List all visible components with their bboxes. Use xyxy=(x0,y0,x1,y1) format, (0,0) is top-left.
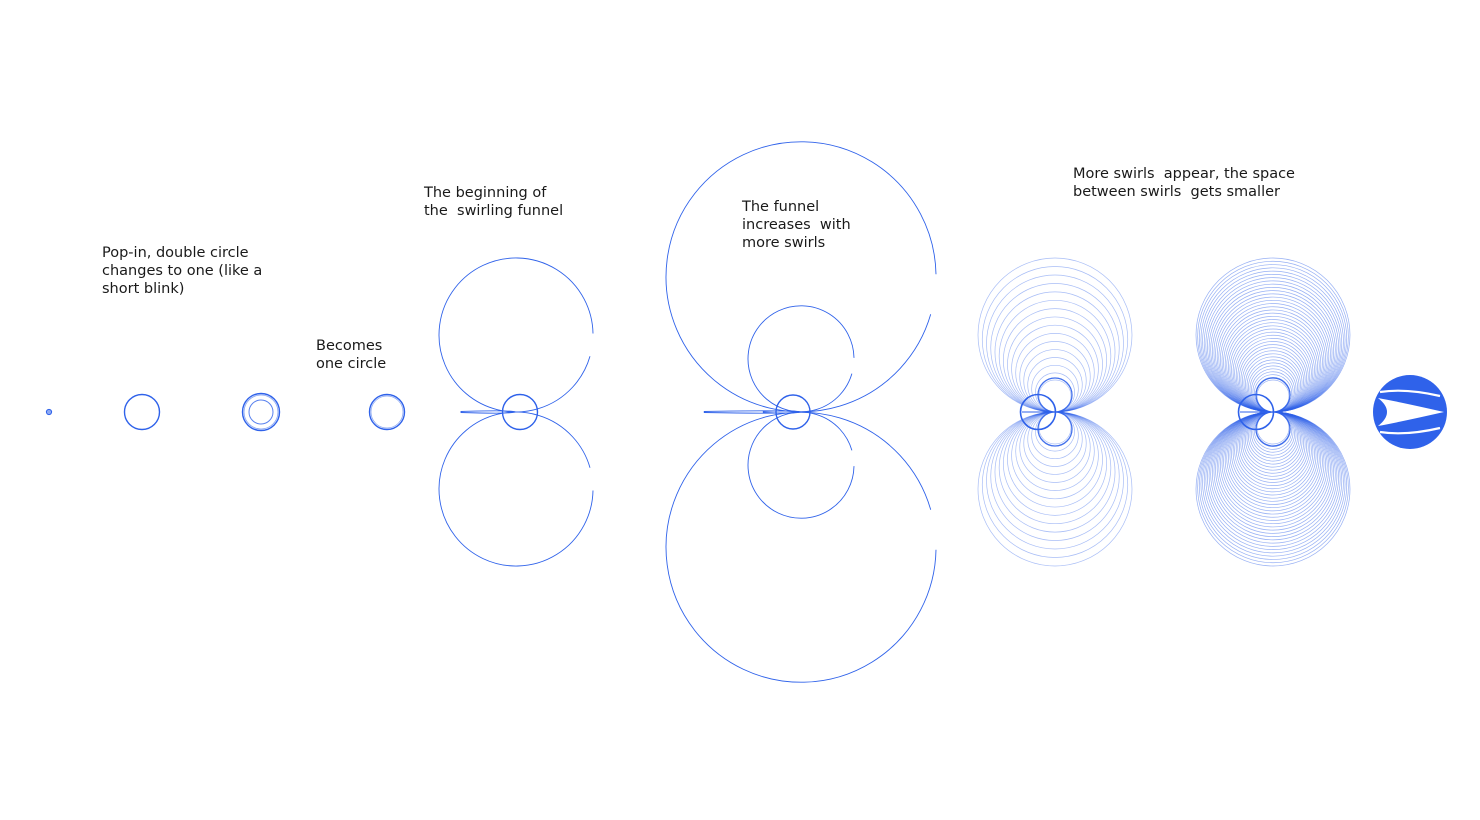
swirl-ring-lower xyxy=(1246,411,1300,465)
swirl-ring-upper xyxy=(1248,362,1298,413)
swirl-level-2-lower-swirl xyxy=(665,411,937,683)
annotation-beginning: The beginning of the swirling funnel xyxy=(424,185,564,219)
outer-circle xyxy=(241,392,281,432)
swirl-ring-upper xyxy=(1246,359,1300,413)
swirl-level-1-upper-swirl xyxy=(747,305,855,413)
annotation-becomes: Becomes one circle xyxy=(316,338,387,372)
one-circle-inner-edge xyxy=(370,395,404,429)
frame-dot xyxy=(45,408,53,416)
frame-single-circle xyxy=(123,393,161,431)
swirl-ring-upper xyxy=(1245,356,1301,413)
frame-smaller-spacing xyxy=(1195,257,1351,567)
swirl-level-2-upper-swirl xyxy=(665,141,937,413)
core-circle xyxy=(501,393,539,431)
swirl-ring-lower xyxy=(1011,411,1099,500)
swirl-ring-lower xyxy=(1245,411,1301,468)
annotation-more-swirls: More swirls appear, the space between sw… xyxy=(1073,166,1295,200)
swirl-ring-lower xyxy=(1248,411,1298,462)
swirl-ring-lower xyxy=(1002,411,1108,516)
logo-upper-arc xyxy=(1379,389,1441,398)
swirl-ring-lower xyxy=(994,411,1116,533)
core-circle xyxy=(1019,393,1057,431)
swirl-ring-upper xyxy=(981,266,1129,413)
swirl-level-1-upper-swirl xyxy=(438,257,594,413)
single-circle xyxy=(123,393,161,431)
swirl-level-1-lower-swirl xyxy=(747,411,855,519)
swirl-level-1-upper-tail xyxy=(762,410,801,413)
swirl-ring-upper xyxy=(986,274,1124,413)
arrowhead-logo-icon xyxy=(1373,375,1447,449)
annotation-funnel: The funnel increases with more swirls xyxy=(742,199,851,251)
logo-arrowhead xyxy=(1378,398,1444,426)
swirl-ring-upper xyxy=(994,291,1116,413)
inner-circle xyxy=(248,399,274,425)
frame-more-swirls xyxy=(977,257,1133,567)
frame-funnel-beginning xyxy=(438,257,594,567)
core-circle xyxy=(1237,393,1275,431)
swirl-level-1-lower-tail xyxy=(460,411,517,414)
swirl-ring-lower xyxy=(977,411,1133,567)
swirl-ring-lower xyxy=(981,411,1129,558)
swirl-ring-lower xyxy=(1019,411,1091,483)
blink-ring xyxy=(243,394,279,430)
core-circle xyxy=(775,394,811,430)
annotation-pop-in: Pop-in, double circle changes to one (li… xyxy=(102,245,263,297)
swirl-ring-upper xyxy=(1027,357,1083,413)
swirl-level-1-upper-tail xyxy=(460,410,517,413)
swirl-ring-lower xyxy=(1027,411,1083,467)
pop-in-dot xyxy=(45,408,53,416)
frame-double-circle xyxy=(241,392,281,432)
swirl-ring-upper xyxy=(977,257,1133,413)
swirl-level-1-lower-swirl xyxy=(438,411,594,567)
swirl-ring-lower xyxy=(990,411,1120,541)
one-circle xyxy=(368,393,406,431)
swirl-ring-upper xyxy=(1019,341,1091,413)
swirl-ring-upper xyxy=(1002,308,1108,413)
frame-funnel-increasing xyxy=(665,141,937,683)
swirl-ring-upper xyxy=(990,283,1120,413)
logo-lower-arc xyxy=(1379,426,1441,435)
frame-one-circle xyxy=(368,393,406,431)
swirl-ring-lower xyxy=(986,411,1124,550)
swirl-level-1-lower-tail xyxy=(762,411,801,414)
swirl-ring-upper xyxy=(1011,324,1099,413)
